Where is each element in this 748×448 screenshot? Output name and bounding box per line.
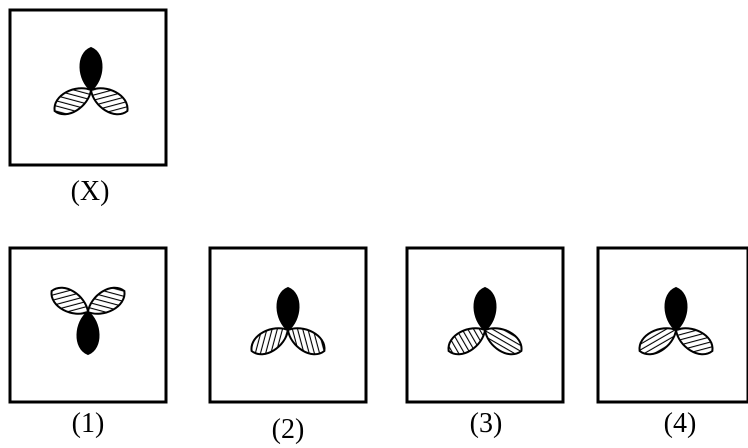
- petal-left: [53, 87, 93, 116]
- petal-up: [276, 286, 300, 332]
- three-petal-icon: [250, 286, 326, 356]
- option-3-figure[interactable]: [405, 246, 567, 406]
- petal-left: [250, 327, 290, 356]
- three-petal-icon: [53, 46, 129, 116]
- petal-right: [89, 87, 129, 116]
- option-1-label: (1): [71, 408, 105, 439]
- three-petal-icon: [50, 286, 126, 356]
- petal-right: [50, 286, 90, 315]
- petal-right: [674, 327, 714, 356]
- question-figure-label: (X): [70, 176, 110, 207]
- petal-right: [483, 327, 523, 356]
- petal-left: [447, 327, 487, 356]
- option-4-figure[interactable]: [596, 246, 748, 406]
- petal-left: [86, 286, 126, 315]
- option-3-label: (3): [469, 408, 503, 439]
- petal-up: [79, 46, 103, 92]
- petal-up: [664, 286, 688, 332]
- petal-up: [473, 286, 497, 332]
- option-2-figure[interactable]: [208, 246, 370, 406]
- petal-up: [76, 310, 100, 356]
- three-petal-icon: [638, 286, 714, 356]
- option-1-figure[interactable]: [8, 246, 170, 406]
- three-petal-icon: [447, 286, 523, 356]
- petal-right: [286, 327, 326, 356]
- option-4-label: (4): [663, 408, 697, 439]
- option-2-label: (2): [271, 414, 305, 445]
- petal-left: [638, 327, 678, 356]
- question-figure: [8, 8, 168, 167]
